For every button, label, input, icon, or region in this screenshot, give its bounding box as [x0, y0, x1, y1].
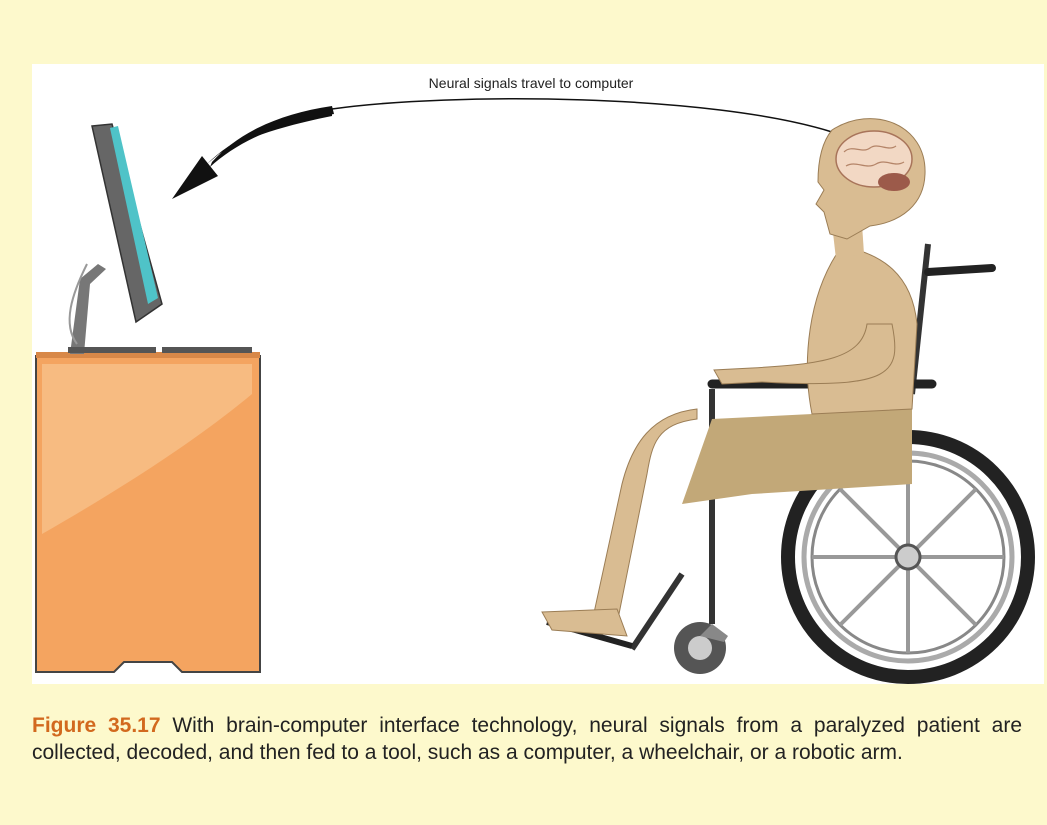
signal-arrow-icon	[172, 99, 832, 199]
figure-label: Figure 35.17	[32, 714, 161, 737]
annotation-label: Neural signals travel to computer	[429, 75, 634, 91]
desk-icon	[36, 352, 260, 672]
caption-text: With brain-computer interface technology…	[32, 714, 1022, 764]
figure-caption: Figure 35.17 With brain-computer interfa…	[32, 712, 1022, 766]
bci-illustration: Neural signals travel to computer	[32, 64, 1044, 684]
figure-illustration: Neural signals travel to computer	[32, 64, 1044, 684]
computer-monitor-icon	[68, 124, 252, 354]
